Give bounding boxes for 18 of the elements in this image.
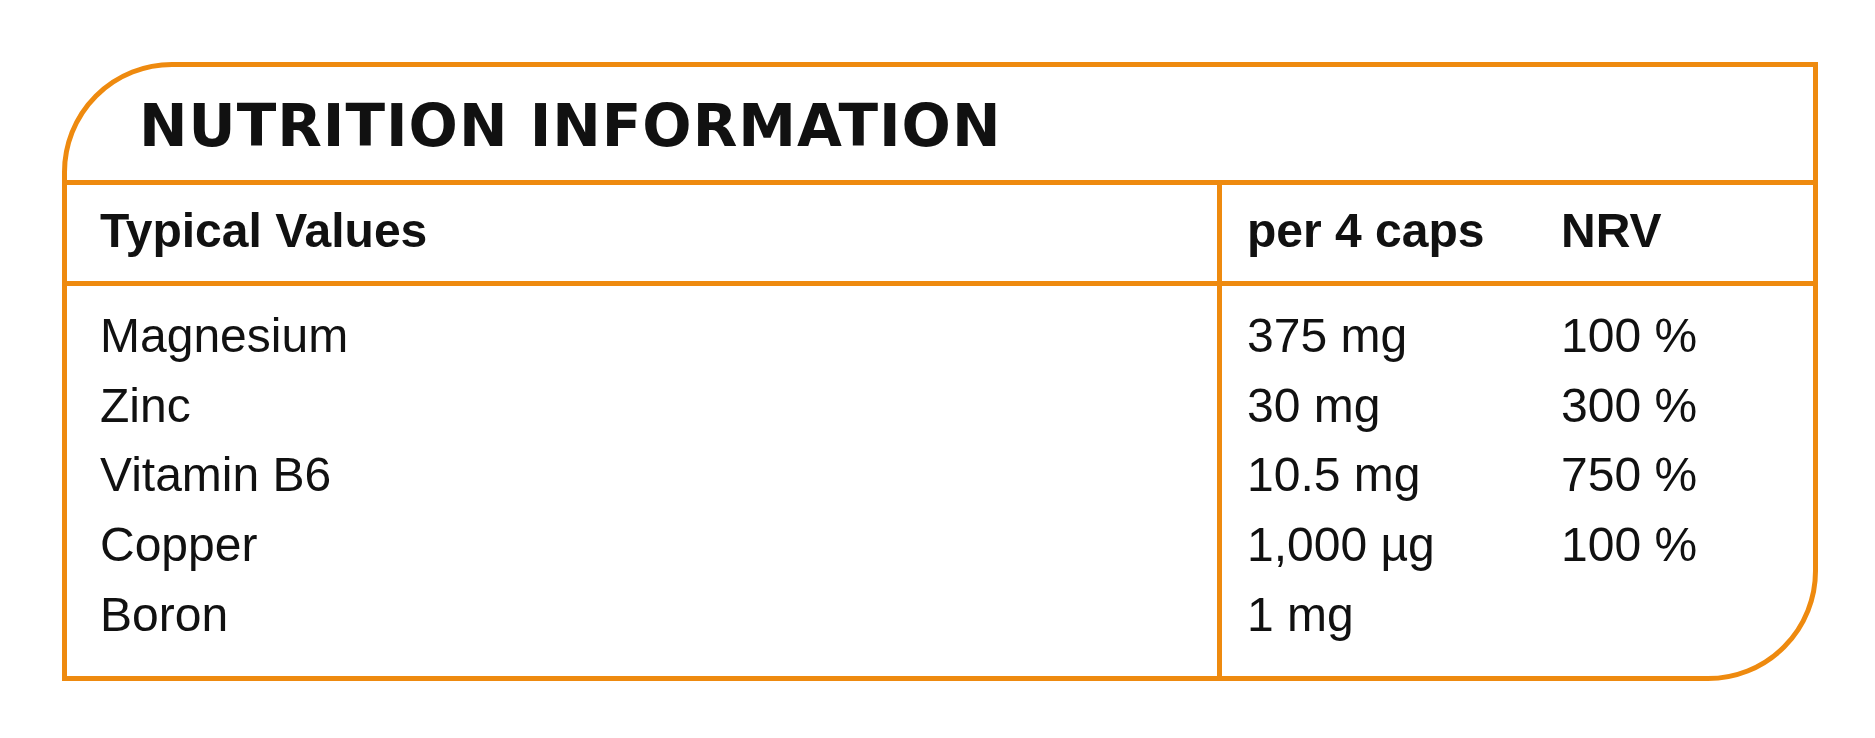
nutrient-name: Zinc (100, 382, 191, 430)
nrv-value: 100 % (1561, 521, 1698, 569)
table-title: NUTRITION INFORMATION (139, 97, 1002, 155)
column-header: NRV (1561, 207, 1662, 255)
nutrient-name: Magnesium (100, 312, 349, 360)
amount-value: 375 mg (1247, 312, 1408, 360)
column-header: per 4 caps (1247, 207, 1485, 255)
column-header: Typical Values (100, 207, 428, 255)
nutrient-name: Boron (100, 591, 229, 639)
nutrient-name: Vitamin B6 (100, 451, 332, 499)
nrv-value: 100 % (1561, 312, 1698, 360)
nutrient-name: Copper (100, 521, 258, 569)
nrv-value: 750 % (1561, 451, 1698, 499)
amount-value: 30 mg (1247, 382, 1381, 430)
nrv-value: 300 % (1561, 382, 1698, 430)
amount-value: 10.5 mg (1247, 451, 1421, 499)
amount-value: 1 mg (1247, 591, 1354, 639)
amount-value: 1,000 µg (1247, 521, 1435, 569)
